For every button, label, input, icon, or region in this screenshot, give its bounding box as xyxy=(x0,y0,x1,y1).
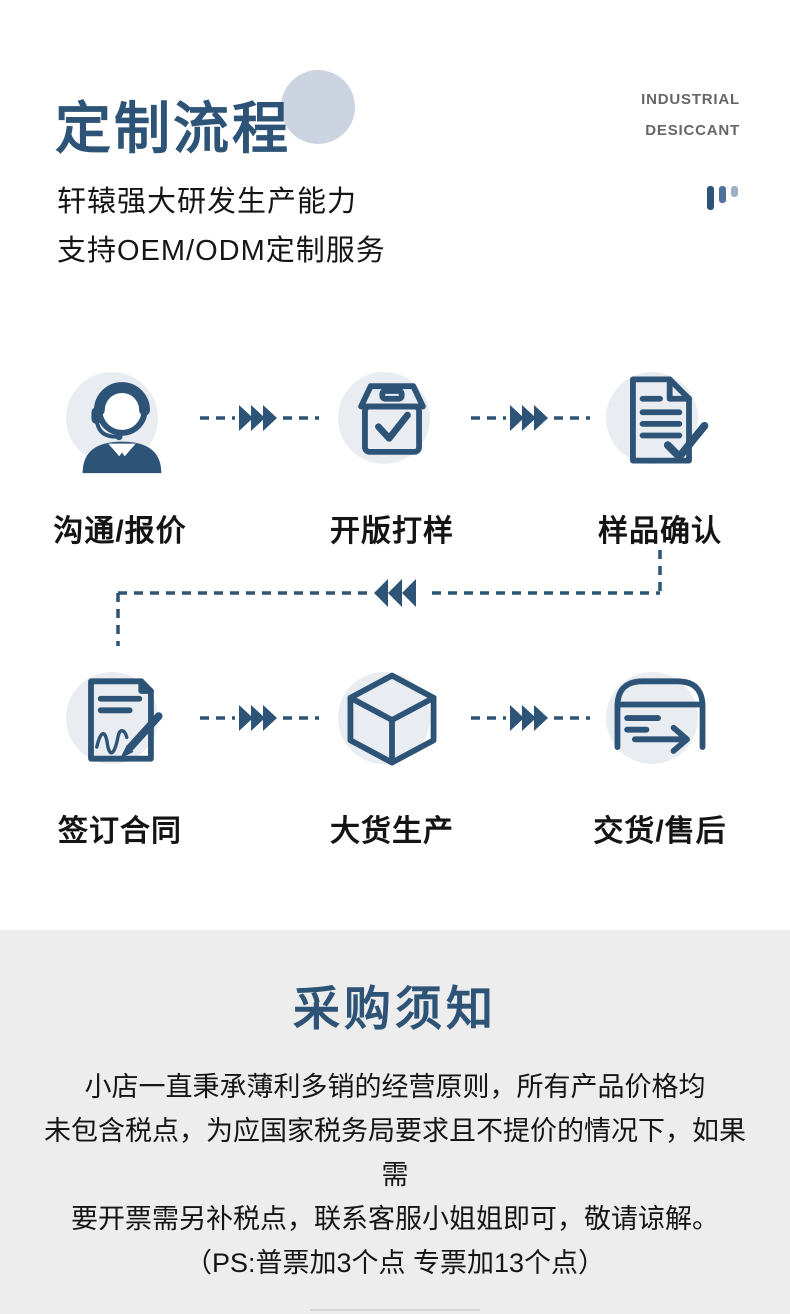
notice-body-line-3: 要开票需另补税点，联系客服小姐姐即可，敬请谅解。 xyxy=(71,1204,719,1234)
page-title: 定制流程 xyxy=(55,97,291,160)
subtitle-line-1: 轩辕强大研发生产能力 xyxy=(57,186,358,218)
notice-body-line-1: 小店一直秉承薄利多销的经营原则，所有产品价格均 xyxy=(84,1072,706,1102)
flow-step-label: 交货/售后 xyxy=(593,815,727,848)
equalizer-bars-icon xyxy=(707,186,738,210)
customer-service-icon xyxy=(82,382,162,474)
flow-step-delivery: 交货/售后 xyxy=(550,650,770,850)
dashed-arrow-right-icon xyxy=(471,705,590,731)
flow-step-contract: 签订合同 xyxy=(10,650,230,850)
decorative-circle xyxy=(281,70,355,144)
flow-step-production: 大货生产 xyxy=(282,650,502,850)
delivery-truck-icon xyxy=(614,678,706,754)
dashed-arrow-right-icon xyxy=(200,405,319,431)
subtitle-line-2: 支持OEM/ODM定制服务 xyxy=(57,235,386,267)
notice-title: 采购须知 xyxy=(293,982,497,1035)
sample-box-icon xyxy=(358,383,426,455)
flow-step-label: 沟通/报价 xyxy=(53,515,187,548)
row-connector-arrow-icon xyxy=(116,550,662,646)
subtitle: 轩辕强大研发生产能力 支持OEM/ODM定制服务 xyxy=(57,178,386,276)
notice-body-line-4: （PS:普票加3个点 专票加13个点） xyxy=(184,1248,606,1278)
flow-step-sample-confirm: 样品确认 xyxy=(550,350,770,550)
flow-step-label: 大货生产 xyxy=(330,815,454,848)
purchase-notice-section: 采购须知 小店一直秉承薄利多销的经营原则，所有产品价格均 未包含税点，为应国家税… xyxy=(0,930,790,1314)
brand-text: INDUSTRIAL DESICCANT xyxy=(641,84,740,146)
dashed-arrow-right-icon xyxy=(471,405,590,431)
dashed-arrow-right-icon xyxy=(200,705,319,731)
notice-body: 小店一直秉承薄利多销的经营原则，所有产品价格均 未包含税点，为应国家税务局要求且… xyxy=(40,1065,750,1285)
document-check-icon xyxy=(630,376,709,464)
flow-step-sampling: 开版打样 xyxy=(282,350,502,550)
production-cube-icon xyxy=(347,672,437,766)
brand-line-1: INDUSTRIAL xyxy=(641,91,740,108)
flow-step-label: 开版打样 xyxy=(330,515,454,548)
contract-pen-icon xyxy=(88,678,163,762)
notice-divider xyxy=(310,1309,480,1311)
notice-body-line-2: 未包含税点，为应国家税务局要求且不提价的情况下，如果需 xyxy=(44,1116,746,1190)
flow-step-quote: 沟通/报价 xyxy=(10,350,230,550)
flow-step-label: 样品确认 xyxy=(598,515,722,548)
brand-line-2: DESICCANT xyxy=(645,122,740,139)
flow-step-label: 签订合同 xyxy=(58,815,182,848)
